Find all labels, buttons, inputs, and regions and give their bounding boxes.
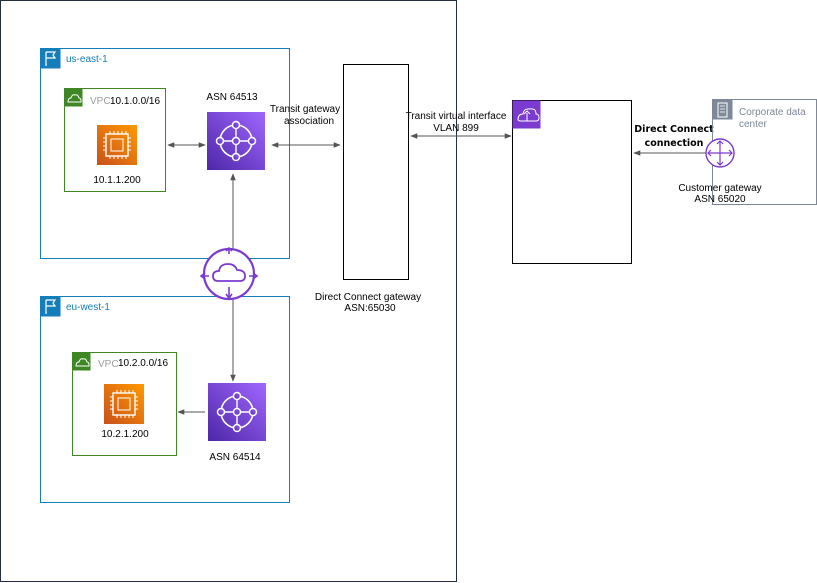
instance-ip: 10.1.1.200 (93, 175, 141, 186)
router-icon (705, 138, 735, 168)
transit-gateway-2: ASN 64514 (208, 383, 266, 463)
direct-connect-location (512, 100, 632, 264)
dx-connection-label-line2: connection (645, 138, 704, 149)
flag-icon (40, 48, 61, 69)
direct-connect-gateway: Direct Connect gateway ASN:65030 (315, 64, 421, 314)
region-eu-west-1: eu-west-1 (40, 296, 290, 503)
aws-cloud-frame (0, 0, 457, 582)
transit-gateway-1: ASN 64513 (206, 92, 265, 170)
vpc-cidr: 10.2.0.0/16 (118, 358, 168, 369)
vpc-2: VPC 10.2.0.0/16 10.2.1.200 (72, 352, 177, 456)
direct-connect-location-icon (512, 100, 541, 129)
instance-ip: 10.2.1.200 (101, 429, 149, 440)
building-icon (712, 99, 733, 120)
tgw-association-label-line1: Transit gateway (270, 104, 340, 115)
tgw-asn: ASN 64513 (206, 92, 258, 103)
tgw-association-label-line2: association (284, 116, 334, 127)
ec2-chip-icon (104, 384, 144, 424)
peering-cloud-icon (199, 246, 259, 301)
vpc-cidr: 10.1.0.0/16 (110, 96, 160, 107)
region-label: us-east-1 (66, 54, 108, 65)
ec2-chip-icon (97, 125, 137, 165)
vpc-label: VPC (98, 359, 119, 370)
transit-gateway-icon (207, 112, 265, 170)
vpc-cloud-icon (64, 88, 83, 107)
corporate-dc-label-line2: center (739, 119, 767, 130)
customer-gateway-label-line2: ASN 65020 (694, 194, 746, 205)
region-label: eu-west-1 (66, 302, 110, 313)
corporate-dc-label-line1: Corporate data (739, 107, 806, 118)
transit-gateway-icon (208, 383, 266, 441)
customer-gateway-label-line1: Customer gateway (678, 183, 761, 194)
transit-vif-label-line1: Transit virtual interface (406, 111, 507, 122)
tgw-asn: ASN 64514 (209, 452, 261, 463)
region-us-east-1: us-east-1 (40, 48, 290, 259)
flag-icon (40, 296, 61, 317)
dxgw-label-line2: ASN:65030 (344, 303, 396, 314)
dx-connection-label-line1: Direct Connect (634, 124, 714, 135)
dxgw-label-line1: Direct Connect gateway (315, 292, 421, 303)
vpc-1: VPC 10.1.0.0/16 10.1.1.200 (64, 88, 166, 192)
vpc-cloud-icon (72, 352, 91, 371)
transit-vif-label-line2: VLAN 899 (433, 123, 479, 134)
vpc-label: VPC (90, 96, 111, 107)
